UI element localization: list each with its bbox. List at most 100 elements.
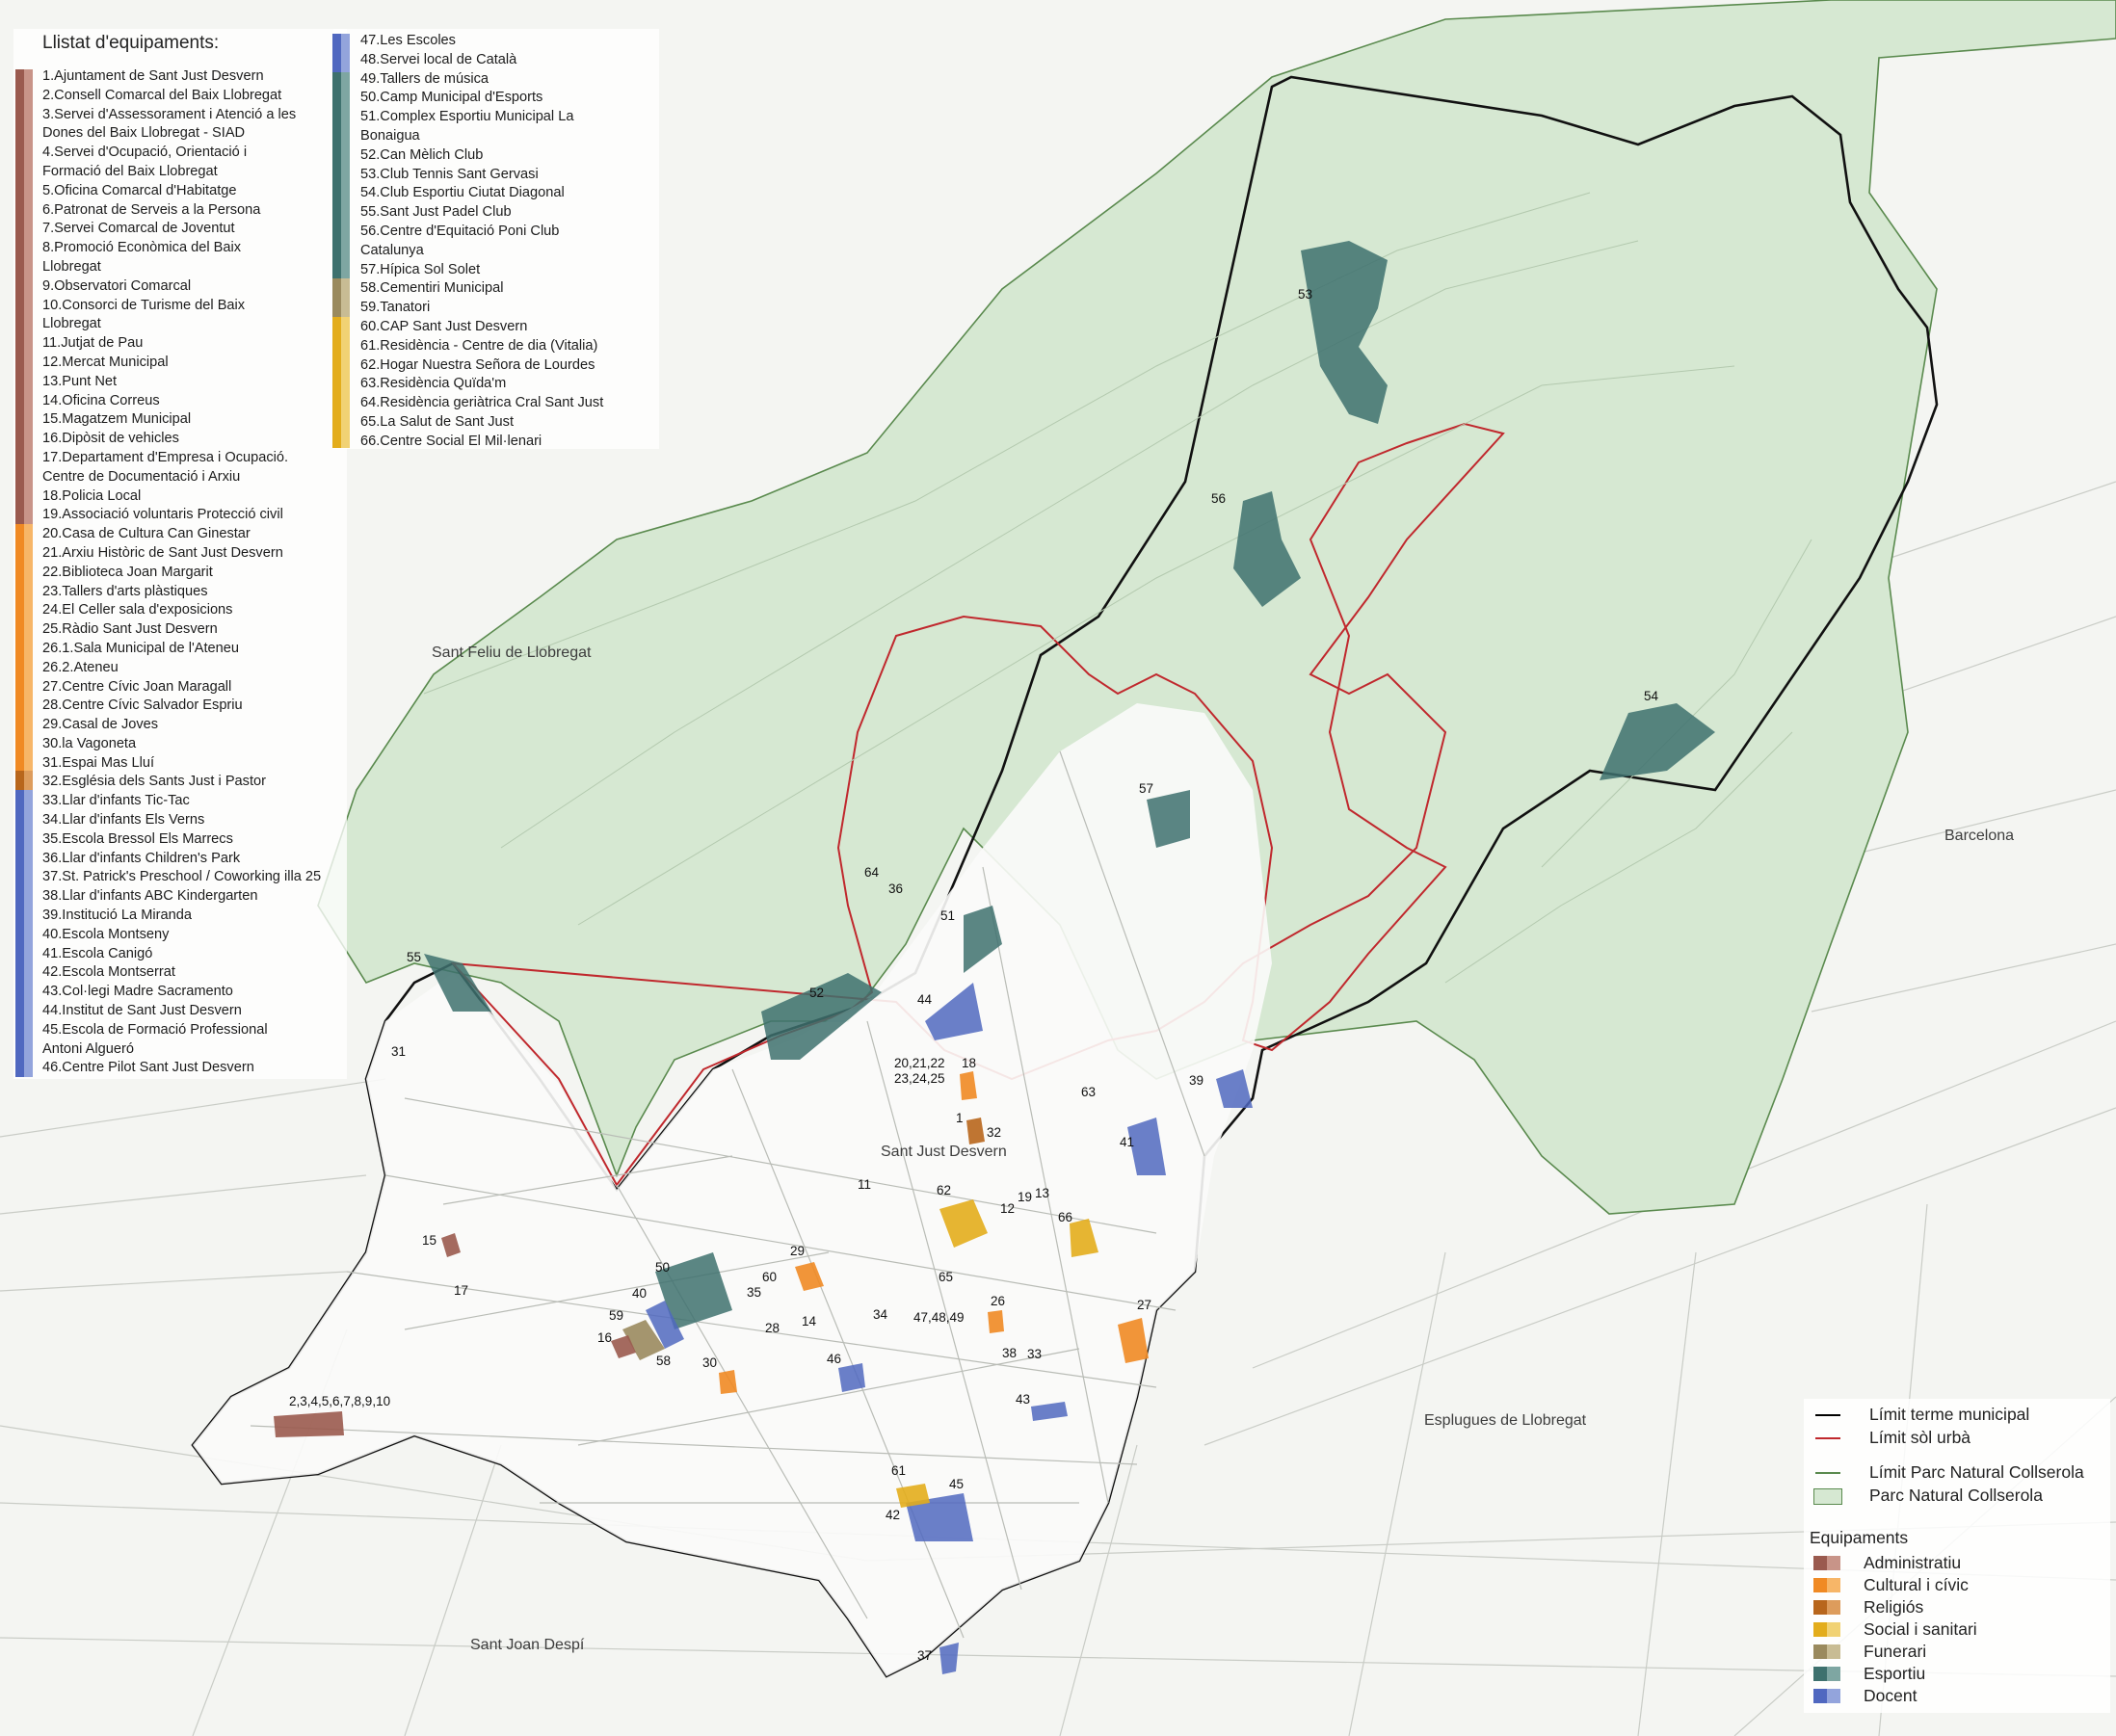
map-number-label: 36 — [888, 881, 904, 896]
map-number-label: 32 — [987, 1125, 1002, 1140]
map-number-label: 54 — [1644, 689, 1659, 703]
equipment-list-item: 51.Complex Esportiu Municipal La — [360, 109, 574, 125]
map-number-label: 51 — [940, 908, 956, 923]
equipment-list-item: Formació del Baix Llobregat — [42, 163, 218, 179]
equipment-list-item: 13.Punt Net — [42, 373, 118, 389]
equipment-list-item: 4.Servei d'Ocupació, Orientació i — [42, 145, 248, 161]
parcel-39 — [1216, 1069, 1253, 1108]
map-number-label: 35 — [747, 1285, 762, 1300]
category-strip-education — [15, 790, 33, 1077]
map-number-label: 62 — [937, 1183, 952, 1197]
parcel-46 — [838, 1363, 865, 1392]
equipment-list-item: 37.St. Patrick's Preschool / Coworking i… — [42, 869, 322, 885]
legend-line-label: Parc Natural Collserola — [1869, 1486, 2043, 1505]
parcel-59 — [622, 1320, 665, 1360]
equipment-list-item: 56.Centre d'Equitació Poni Club — [360, 223, 560, 239]
map-number-label: 28 — [765, 1321, 780, 1335]
map-number-label: 34 — [873, 1307, 888, 1322]
equipment-list-item: 9.Observatori Comarcal — [42, 277, 192, 294]
map-number-label: 47,48,49 — [913, 1310, 965, 1325]
parcel-27 — [1118, 1318, 1149, 1363]
equipment-list-item: 43.Col·legi Madre Sacramento — [42, 984, 233, 1000]
equipment-list-item: 33.Llar d'infants Tic-Tac — [42, 793, 190, 809]
parcel-37 — [939, 1643, 959, 1674]
parcel-29 — [795, 1262, 824, 1291]
map-number-label: 11 — [858, 1177, 872, 1192]
legend-category-swatch — [1813, 1644, 1840, 1659]
equipment-list-item: Antoni Algueró — [42, 1040, 134, 1057]
equipment-list-item: 17.Departament d'Empresa i Ocupació. — [42, 449, 289, 465]
equipment-list-item: 30.la Vagoneta — [42, 735, 137, 751]
legend-category-swatch — [1813, 1689, 1840, 1703]
legend-park-swatch — [1813, 1488, 1842, 1505]
map-number-label: 42 — [886, 1508, 901, 1522]
equipment-list-item: 52.Can Mèlich Club — [360, 146, 484, 163]
equipment-list-item: 54.Club Esportiu Ciutat Diagonal — [360, 185, 565, 201]
place-esplugues: Esplugues de Llobregat — [1424, 1412, 1587, 1429]
category-strip-education-2 — [332, 34, 350, 72]
category-strip-cultural — [15, 524, 33, 771]
equipment-list-item: 18.Policia Local — [42, 487, 142, 504]
map-number-label: 14 — [802, 1314, 817, 1328]
map-number-label: 41 — [1120, 1135, 1135, 1149]
equipment-list-item: 5.Oficina Comarcal d'Habitatge — [42, 182, 237, 198]
parcel-66 — [1070, 1219, 1098, 1257]
place-barcelona: Barcelona — [1944, 828, 2015, 844]
legend-line-swatch — [1815, 1414, 1840, 1416]
map-number-label: 33 — [1027, 1347, 1043, 1361]
equipment-list-item: Bonaigua — [360, 127, 420, 144]
parcel-40 — [646, 1301, 684, 1349]
equipment-list-item: 32.Església dels Sants Just i Pastor — [42, 774, 266, 790]
parcel-54 — [1600, 703, 1715, 780]
equipment-list-item: 28.Centre Cívic Salvador Espriu — [42, 697, 243, 714]
map-number-label: 46 — [827, 1352, 842, 1366]
legend-category-label: Funerari — [1864, 1642, 1927, 1661]
equipment-list-item: 19.Associació voluntaris Protecció civil — [42, 507, 283, 523]
equipment-list-item: 14.Oficina Correus — [42, 392, 160, 408]
equipment-list-panel-left — [13, 29, 347, 1079]
legend-category-swatch — [1813, 1667, 1840, 1681]
parcel-42-45 — [906, 1493, 973, 1541]
map-number-label: 30 — [702, 1355, 718, 1370]
equipment-list-item: 7.Servei Comarcal de Joventut — [42, 221, 235, 237]
category-strip-funeral — [332, 278, 350, 317]
legend-line-label: Límit Parc Natural Collserola — [1869, 1462, 2084, 1482]
map-number-label: 52 — [809, 986, 825, 1000]
map-number-label: 61 — [891, 1463, 907, 1478]
map-number-label: 13 — [1035, 1186, 1050, 1200]
equipment-list-item: 48.Servei local de Català — [360, 51, 517, 67]
equipment-list-item: Llobregat — [42, 258, 101, 275]
map-number-label: 63 — [1081, 1085, 1097, 1099]
equipment-list-item: 20.Casa de Cultura Can Ginestar — [42, 526, 251, 542]
equipment-list-item: 3.Servei d'Assessorament i Atenció a les — [42, 106, 297, 122]
map-number-label: 19 — [1018, 1190, 1033, 1204]
equipment-list-item: 29.Casal de Joves — [42, 717, 159, 733]
map-number-label: 64 — [864, 865, 880, 880]
place-sant-just: Sant Just Desvern — [881, 1144, 1007, 1160]
equipment-list-item: 40.Escola Montseny — [42, 926, 170, 942]
equipment-list-item: 11.Jutjat de Pau — [42, 335, 144, 352]
map-number-label: 60 — [762, 1270, 778, 1284]
equipment-list-item: 53.Club Tennis Sant Gervasi — [360, 166, 539, 182]
urban-area — [193, 703, 1272, 1676]
equipment-list-item: 63.Residència Quïda'm — [360, 376, 507, 392]
legend-category-swatch — [1813, 1622, 1840, 1637]
parcel-52 — [761, 973, 882, 1060]
equipment-list-item: 35.Escola Bressol Els Marrecs — [42, 830, 233, 847]
map-number-label: 15 — [422, 1233, 437, 1248]
equipment-list-item: 41.Escola Canigó — [42, 945, 153, 961]
equipment-list-item: 66.Centre Social El Mil·lenari — [360, 433, 542, 449]
equipment-list-item: 27.Centre Cívic Joan Maragall — [42, 678, 232, 695]
urban-land-boundary — [450, 422, 1505, 1187]
equipment-list-item: 36.Llar d'infants Children's Park — [42, 850, 241, 866]
legend-category-label: Administratiu — [1864, 1553, 1962, 1572]
parcel-30 — [719, 1370, 737, 1394]
equipment-list-item: 45.Escola de Formació Professional — [42, 1021, 268, 1038]
map-number-label: 16 — [597, 1330, 613, 1345]
parcel-admin-2-10 — [274, 1411, 344, 1437]
parcel-55 — [424, 954, 491, 1012]
category-strip-social — [332, 317, 350, 448]
map-number-label: 27 — [1137, 1298, 1152, 1312]
